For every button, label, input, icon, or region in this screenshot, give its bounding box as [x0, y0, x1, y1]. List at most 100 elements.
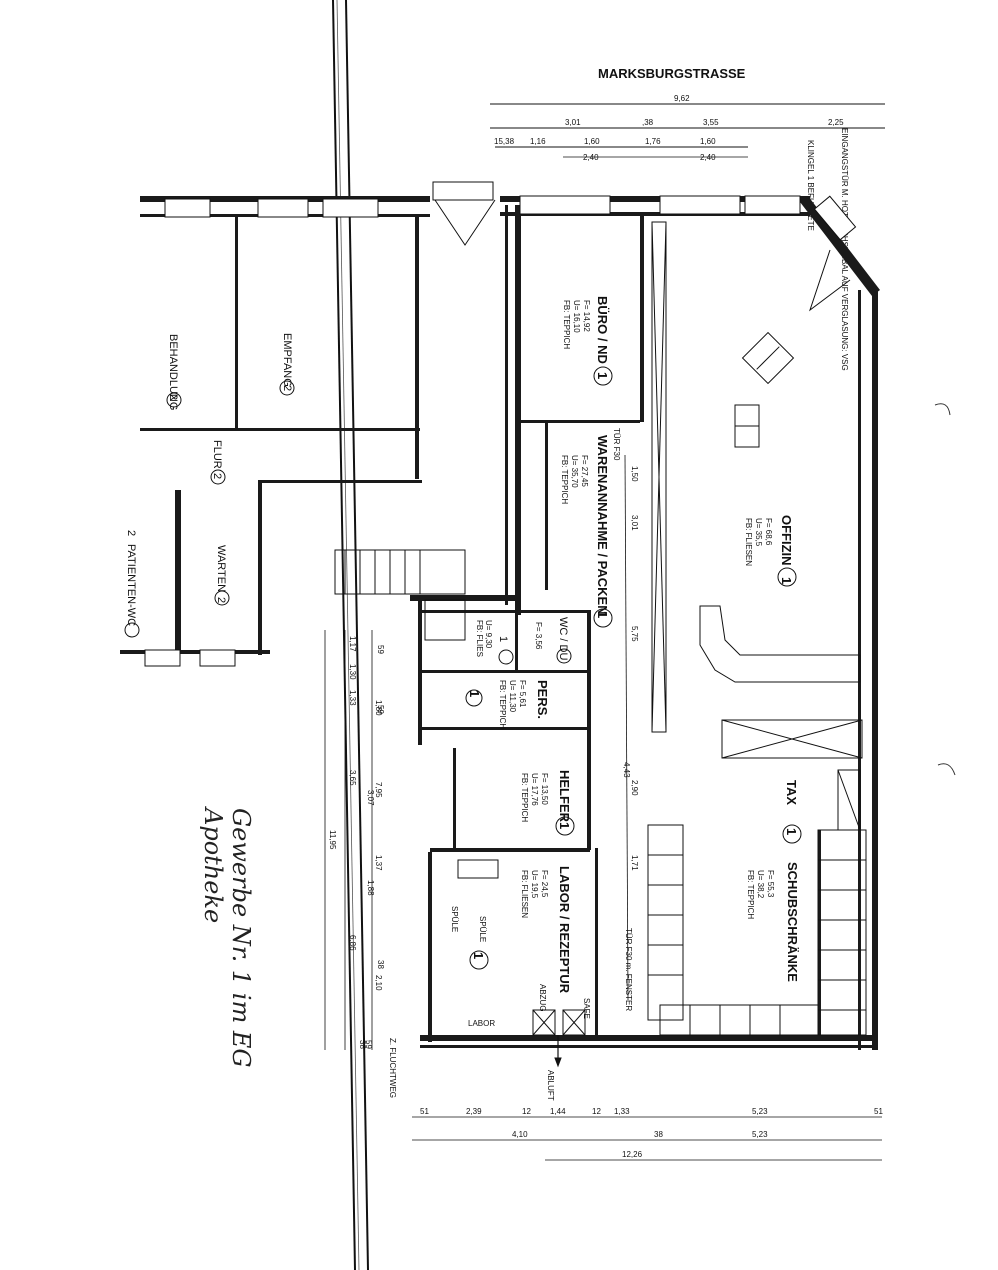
room-spec: U= 11,30	[508, 680, 517, 713]
top-dim: 2,25	[828, 118, 844, 127]
safe-label: SAFE	[582, 998, 591, 1019]
room-spec: U= 17,76	[530, 773, 539, 806]
room-spec: F= 14,92	[582, 300, 591, 332]
room-name: WARENANNAHME / PACKEN	[595, 435, 610, 615]
offizin-furniture	[699, 331, 863, 831]
room-name: BEHANDLUNG	[167, 334, 179, 410]
room-spec: U= 19,5	[530, 870, 539, 899]
mid-dimensions: 1,50 3,01 5,75 2,90 1,71 4,43	[622, 454, 639, 1001]
room-name: HELFER	[557, 770, 572, 823]
top-dim: 15,38	[494, 137, 515, 146]
bottom-dimensions	[412, 1116, 882, 1161]
room-name: TAX	[784, 780, 799, 805]
room-spec: F= 55,3	[766, 870, 775, 898]
dim: 1,50	[630, 466, 639, 482]
room-number: 1	[595, 611, 610, 618]
top-dim: 3,55	[703, 118, 719, 127]
room-spec: U= 38,2	[756, 870, 765, 899]
room-spec: FB: FLIESEN	[520, 870, 529, 918]
left-dimensions	[324, 630, 373, 1050]
dim: 2,10	[374, 975, 383, 991]
dim: 59	[376, 645, 385, 654]
room-spec: U= 35,5	[754, 518, 763, 547]
dim: 5,23	[752, 1107, 768, 1116]
binding-lines	[332, 0, 369, 1270]
stair-area	[334, 549, 466, 641]
dim: 1,44	[550, 1107, 566, 1116]
room-name: PATIENTEN-WC	[125, 544, 137, 626]
top-dim: 1,60	[584, 137, 600, 146]
room-spec: FB: TEPPICH	[498, 680, 507, 729]
dim: 1,80	[374, 700, 383, 716]
room-spec: F= 68,6	[764, 518, 773, 546]
room-spec: FB: TEPPICH	[746, 870, 755, 919]
room-number: 2	[125, 530, 137, 536]
sink-label: SPÜLE	[478, 916, 487, 942]
top-dim: 1,76	[645, 137, 661, 146]
room-name: OFFIZIN	[779, 515, 794, 566]
dim: 2,39	[466, 1107, 482, 1116]
dim: 38	[358, 1040, 367, 1049]
dim: 3,01	[630, 515, 639, 531]
dim: 12	[522, 1107, 531, 1116]
room-spec: F= 13,50	[540, 773, 549, 805]
top-dim: 9,62	[674, 94, 690, 103]
sink-label: SPÜLE	[450, 906, 459, 932]
dim: 59	[376, 705, 385, 714]
labor-fixtures	[457, 859, 586, 1068]
dim: 59	[364, 1040, 373, 1049]
entrance-stair	[432, 181, 496, 246]
room-name: WC / DU	[557, 617, 569, 660]
room-number: 2	[211, 473, 223, 479]
dim: 1,88	[366, 880, 375, 896]
room-number: 2	[281, 385, 293, 391]
dim: 51	[420, 1107, 429, 1116]
fume-hood-label: ABZUG	[538, 984, 547, 1012]
room-number: 1	[467, 690, 482, 697]
dim: 5,75	[630, 626, 639, 642]
escape-route-label: Z. FLUCHTWEG	[388, 1038, 397, 1098]
room-number: 1	[784, 828, 799, 835]
handwritten-note: Gewerbe Nr. 1 im EG Apotheke	[199, 806, 255, 1068]
top-dim: 1,16	[530, 137, 546, 146]
dim: 38	[654, 1130, 663, 1139]
dim: 2,90	[630, 780, 639, 796]
handwritten-line: Apotheke	[199, 806, 227, 923]
dim: 6,86	[348, 935, 357, 951]
dim: 3,65	[348, 770, 357, 786]
dim: 11,95	[328, 830, 337, 850]
scan-marks	[934, 403, 956, 776]
entrance-door	[809, 195, 857, 312]
labor-label: LABOR	[468, 1019, 495, 1028]
bottom-dimension-labels: 51 2,39 12 1,44 12 1,33 5,23 51 4,10 38 …	[420, 1107, 883, 1159]
room-number: 1	[471, 952, 486, 959]
top-dim: 1,60	[700, 137, 716, 146]
top-dim: ,38	[642, 118, 654, 127]
room-name: SCHUBSCHRÄNKE	[785, 862, 800, 982]
top-dim: 3,01	[565, 118, 581, 127]
dim: 7,95	[374, 782, 383, 798]
dim: 1,37	[374, 855, 383, 871]
shelf-column	[651, 221, 667, 733]
door-label: TÜR F30	[612, 428, 621, 461]
room-spec: FB: TEPPICH	[560, 455, 569, 504]
room-name: BÜRO / ND	[595, 296, 610, 364]
room-number: 2	[215, 597, 227, 603]
room-name: LABOR / REZEPTUR	[557, 866, 572, 994]
handwritten-line: Gewerbe Nr. 1 im EG	[227, 808, 255, 1068]
room-spec: U= 16,10	[572, 300, 581, 333]
room-spec: U= 35,70	[570, 455, 579, 488]
drawer-cabinets	[647, 824, 867, 1036]
door-label: TÜR F30 m. FENSTER	[624, 928, 633, 1011]
dim: 5,23	[752, 1130, 768, 1139]
room-spec: FB: TEPPICH	[520, 773, 529, 822]
room-name: FLUR	[211, 440, 223, 469]
street-label: MARKSBURGSTRASSE	[598, 66, 746, 81]
room-number: 1	[497, 636, 509, 642]
room-spec: F= 5,61	[518, 680, 527, 708]
exhaust-label: ABLUFT	[546, 1070, 555, 1101]
dim: 12	[592, 1107, 601, 1116]
dim: 1,71	[630, 855, 639, 871]
bell-note: KLINGEL 1 BEFUNDETE	[806, 140, 815, 231]
